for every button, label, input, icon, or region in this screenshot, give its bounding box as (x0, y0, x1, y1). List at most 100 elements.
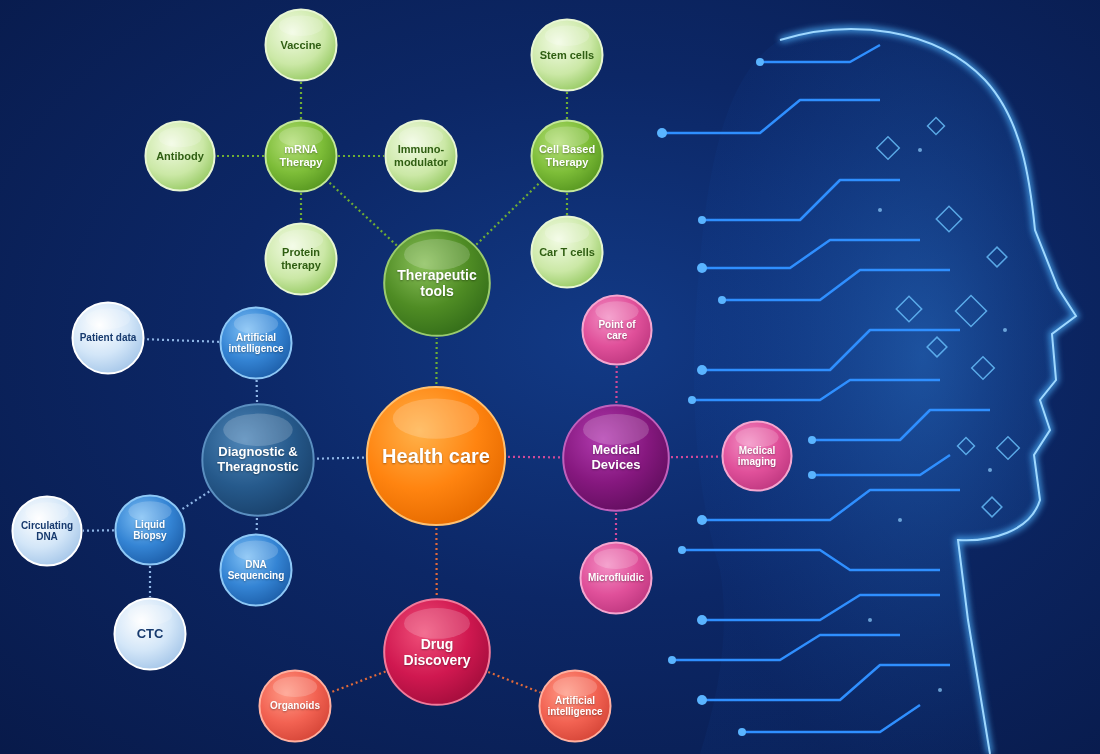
circle-fill (265, 120, 336, 191)
circle-fill (722, 421, 791, 490)
circle-fill (12, 496, 81, 565)
circuit-square (997, 437, 1020, 460)
circle-fill (384, 599, 490, 705)
node-label: Car T cells (538, 246, 597, 259)
circle-node: Microfluidic (579, 541, 653, 615)
gloss-highlight (545, 222, 589, 243)
circuit-square (955, 295, 986, 326)
circle-fill (367, 387, 505, 525)
gloss-highlight (404, 239, 470, 270)
dotted-connector (330, 672, 386, 693)
gloss-highlight (234, 540, 278, 561)
node-label: Organoids (266, 700, 325, 712)
circuit-square (958, 438, 975, 455)
node-label: mRNA Therapy (272, 143, 331, 168)
node-label: Stem cells (538, 49, 597, 62)
dotted-connector (488, 672, 540, 693)
circuit-square (928, 118, 945, 135)
circle-fill (531, 216, 602, 287)
gloss-highlight (273, 676, 317, 697)
dotted-connector (435, 338, 438, 384)
node-label: Liquid Biopsy (122, 519, 179, 542)
circuit-square (896, 296, 921, 321)
circuit-dot (697, 263, 707, 273)
circuit-dot (697, 515, 707, 525)
circle-node: Circulating DNA (11, 495, 83, 567)
circle-node: Artificial intelligence (538, 669, 612, 743)
gloss-highlight (128, 501, 171, 521)
dotted-connector (671, 455, 721, 458)
dotted-connector (435, 528, 438, 597)
circle-node: Patient data (71, 301, 145, 375)
circle-node: Cell Based Therapy (530, 119, 604, 193)
circuit-trace (722, 270, 950, 300)
circuit-trace (760, 45, 880, 62)
circle-node: Protein therapy (264, 222, 338, 296)
circuit-dot (718, 296, 726, 304)
node-label: Microfluidic (587, 572, 646, 584)
circle-fill (531, 19, 602, 90)
circuit-dot (738, 728, 746, 736)
node-label: Circulating DNA (19, 520, 76, 543)
dotted-connector (316, 458, 364, 459)
sparkle-dot (988, 468, 992, 472)
circle-node: Artificial intelligence (219, 306, 293, 380)
circle-node: Therapeutic tools (382, 228, 492, 338)
circle-fill (220, 534, 291, 605)
sparkle-dot (898, 518, 902, 522)
node-label: Point of care (589, 319, 646, 342)
node-label: Drug Discovery (393, 636, 481, 668)
circle-node: Antibody (144, 120, 216, 192)
circle-fill (259, 670, 330, 741)
head-outline (780, 29, 1076, 754)
circle-fill (72, 302, 143, 373)
circuit-trace (812, 410, 990, 440)
circle-fill (385, 120, 456, 191)
gloss-highlight (404, 608, 470, 639)
circle-node: mRNA Therapy (264, 119, 338, 193)
circuit-dot (698, 216, 706, 224)
circle-fill (202, 404, 313, 515)
dotted-connector (145, 339, 219, 342)
gloss-highlight (158, 127, 201, 147)
circle-node: Diagnostic & Theragnostic (200, 402, 316, 518)
dotted-connector (566, 193, 568, 215)
dotted-connector (328, 181, 397, 245)
circle-node: Point of care (581, 294, 653, 366)
gloss-highlight (128, 604, 172, 625)
gloss-highlight (25, 502, 68, 522)
gloss-highlight (545, 25, 589, 46)
circle-node: Liquid Biopsy (114, 494, 186, 566)
dotted-connector (566, 92, 568, 119)
node-label: Cell Based Therapy (538, 143, 597, 168)
circuit-square (987, 247, 1007, 267)
node-label: Artificial intelligence (227, 332, 286, 355)
circle-node: Drug Discovery (382, 597, 492, 707)
circle-node: Health care (364, 384, 508, 528)
circuit-dot (697, 365, 707, 375)
circuit-dot (756, 58, 764, 66)
sparkle-dot (878, 208, 882, 212)
circle-fill (531, 120, 602, 191)
circle-fill (582, 295, 651, 364)
circle-node: Medical Devices (561, 403, 671, 513)
dotted-connector (149, 566, 151, 597)
head-outline-glow (780, 29, 1076, 754)
gloss-highlight (594, 548, 638, 569)
circle-fill (115, 495, 184, 564)
sparkle-dot (1003, 328, 1007, 332)
node-label: Medical imaging (729, 445, 786, 468)
circuit-trace (742, 705, 920, 732)
node-label: DNA Sequencing (227, 559, 286, 582)
circuit-trace (702, 665, 950, 700)
node-label: Patient data (79, 332, 138, 344)
dotted-connector (508, 456, 561, 459)
node-label: Medical Devices (572, 443, 660, 473)
node-label: Vaccine (272, 39, 331, 52)
circle-fill (580, 542, 651, 613)
dotted-connector (300, 193, 302, 222)
node-label: CTC (121, 627, 180, 642)
circle-node: Immuno- modulator (384, 119, 458, 193)
circle-node: Vaccine (264, 8, 338, 82)
gloss-highlight (234, 313, 278, 334)
